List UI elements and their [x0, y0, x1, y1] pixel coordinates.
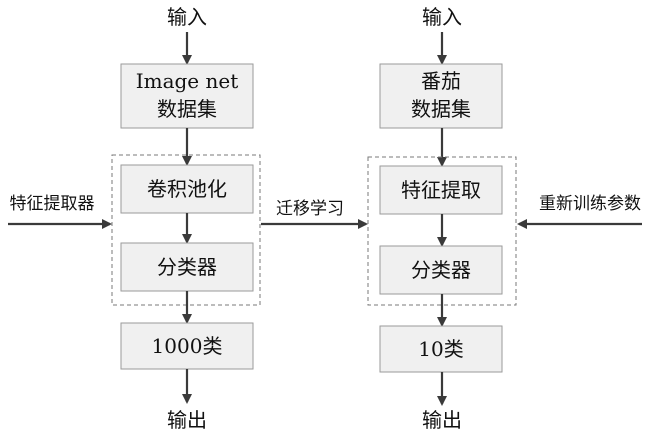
left-classifier-box	[120, 242, 254, 292]
right-classifier-box	[379, 245, 503, 295]
left-conv-pool-box	[120, 164, 254, 214]
right-classifier-label: 分类器	[411, 258, 471, 282]
left-output-label: 输出	[167, 408, 207, 432]
transfer-learning-label: 迁移学习	[276, 199, 344, 219]
right-input-label: 输入	[422, 5, 462, 29]
right-output-label: 输出	[422, 408, 462, 432]
left-output-box	[120, 322, 254, 370]
left-dataset-line2: 数据集	[157, 97, 217, 121]
left-output-box-label: 1000类	[152, 334, 223, 358]
right-dataset-line1: 番茄	[421, 69, 461, 93]
left-classifier-label: 分类器	[157, 255, 217, 279]
right-retrain-group	[367, 156, 517, 306]
right-feature-extract-label: 特征提取	[401, 178, 481, 202]
left-input-label: 输入	[167, 5, 207, 29]
right-output-box-label: 10类	[418, 337, 463, 361]
feature-extractor-label: 特征提取器	[10, 194, 95, 214]
retrain-params-label: 重新训练参数	[539, 194, 641, 214]
left-dataset-line1: Image net	[136, 69, 239, 93]
right-dataset-line2: 数据集	[411, 97, 471, 121]
right-output-box	[379, 325, 503, 373]
left-conv-pool-label: 卷积池化	[147, 177, 227, 201]
